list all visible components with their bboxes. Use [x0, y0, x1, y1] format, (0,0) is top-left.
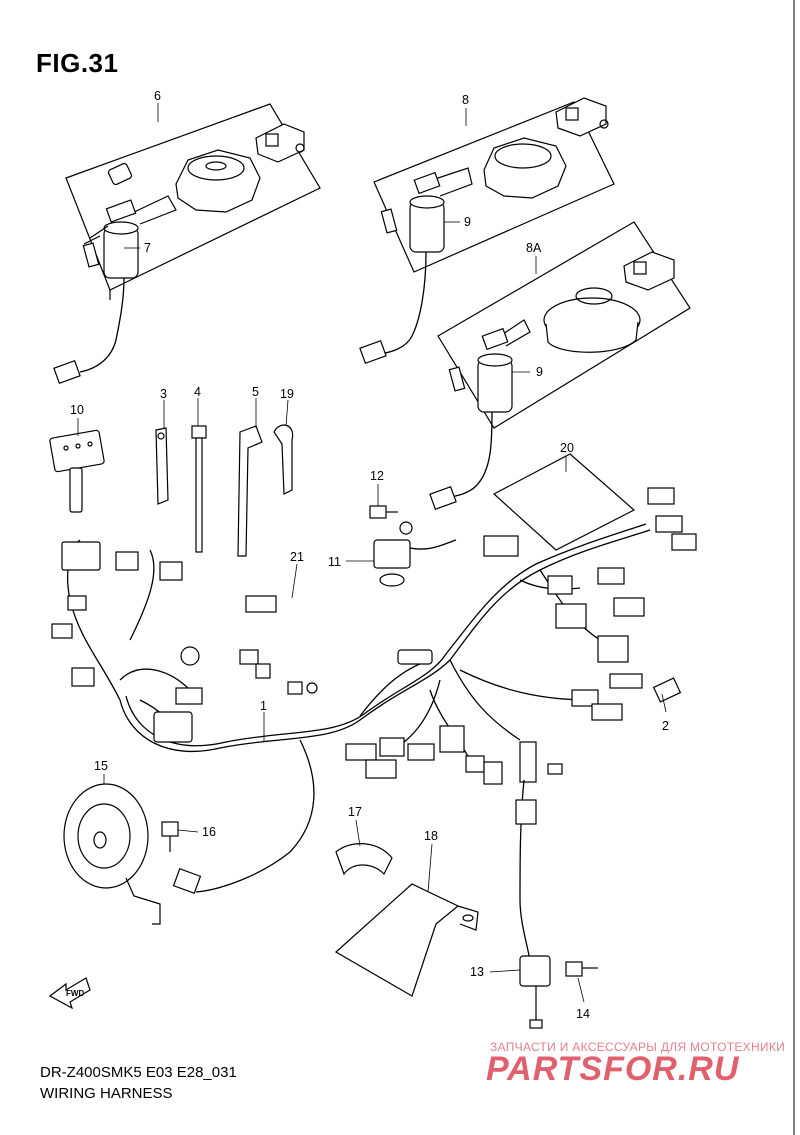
callout-20: 20 — [560, 441, 574, 455]
fuse-2 — [652, 677, 682, 703]
callout-5: 5 — [252, 385, 259, 399]
figure-name: WIRING HARNESS — [40, 1085, 173, 1102]
fwd-arrow-icon: FWD — [48, 977, 91, 1010]
figure-title: FIG.31 — [36, 48, 119, 78]
horn-connector — [172, 868, 202, 894]
callout-13: 13 — [470, 965, 484, 979]
callout-12: 12 — [370, 469, 384, 483]
seat-lock-8 — [555, 97, 609, 137]
callout-6: 6 — [154, 89, 161, 103]
harness-connectors — [51, 487, 697, 785]
fuel-cap-8A — [543, 287, 641, 353]
sensor-13 — [515, 799, 551, 1029]
watermark-logo: PARTSFOR.RU — [486, 1050, 740, 1088]
fwd-label: FWD — [66, 989, 84, 998]
cable-tie-5 — [237, 425, 263, 557]
horn-15 — [63, 783, 161, 925]
leader-lines — [77, 221, 667, 1003]
callout-10: 10 — [70, 403, 84, 417]
bracket-18 — [334, 883, 479, 997]
clamp-19 — [273, 424, 294, 495]
callout-16: 16 — [202, 825, 216, 839]
seat-lock-6 — [255, 123, 305, 163]
bolt-12 — [369, 505, 398, 519]
bag-20 — [492, 453, 636, 551]
key-cylinder-small — [107, 162, 133, 186]
cable-tie-4 — [191, 425, 207, 553]
callout-labels: 6 7 8 9 8A 9 10 3 4 5 19 12 20 11 21 1 2… — [70, 89, 669, 1021]
clamp-3 — [155, 427, 169, 505]
ignition-switch-9a — [380, 167, 473, 253]
callout-11: 11 — [328, 555, 341, 569]
fuel-cap-8 — [483, 137, 567, 199]
callout-3: 3 — [160, 387, 167, 401]
model-code: DR-Z400SMK5 E03 E28_031 — [40, 1064, 237, 1081]
callout-7: 7 — [144, 241, 151, 255]
callout-8: 8 — [462, 93, 469, 107]
wire-kit8A — [445, 411, 493, 499]
bolt-14 — [565, 961, 598, 977]
relay-11 — [373, 521, 457, 587]
connector-kit8A — [429, 485, 457, 511]
connector-kit6 — [53, 359, 81, 385]
callout-15: 15 — [94, 759, 108, 773]
callout-8A: 8A — [526, 241, 542, 255]
connector-kit8 — [359, 339, 387, 365]
key-blank-10 — [49, 429, 105, 513]
ignition-switch-7 — [82, 195, 177, 279]
callout-1: 1 — [260, 699, 267, 713]
callout-2: 2 — [662, 719, 669, 733]
callout-19: 19 — [280, 387, 294, 401]
callout-9b: 9 — [536, 365, 543, 379]
fuel-cap-6 — [175, 149, 261, 213]
watermark-tagline: ЗАПЧАСТИ И АКСЕССУАРЫ ДЛЯ МОТОТЕХНИКИ — [490, 1040, 786, 1054]
callout-18: 18 — [424, 829, 438, 843]
callout-17: 17 — [348, 805, 362, 819]
seat-lock-8A — [623, 251, 675, 291]
bolt-16 — [161, 821, 179, 852]
callout-14: 14 — [576, 1007, 590, 1021]
callout-9a: 9 — [464, 215, 471, 229]
kit-box-8 — [373, 101, 615, 273]
callout-21: 21 — [290, 550, 304, 564]
ignition-switch-9b — [448, 319, 531, 413]
callout-4: 4 — [194, 385, 201, 399]
kit-box-8A — [437, 221, 691, 429]
wire-kit6 — [79, 277, 125, 373]
cover-17 — [335, 843, 393, 876]
wire-kit8 — [379, 251, 427, 355]
